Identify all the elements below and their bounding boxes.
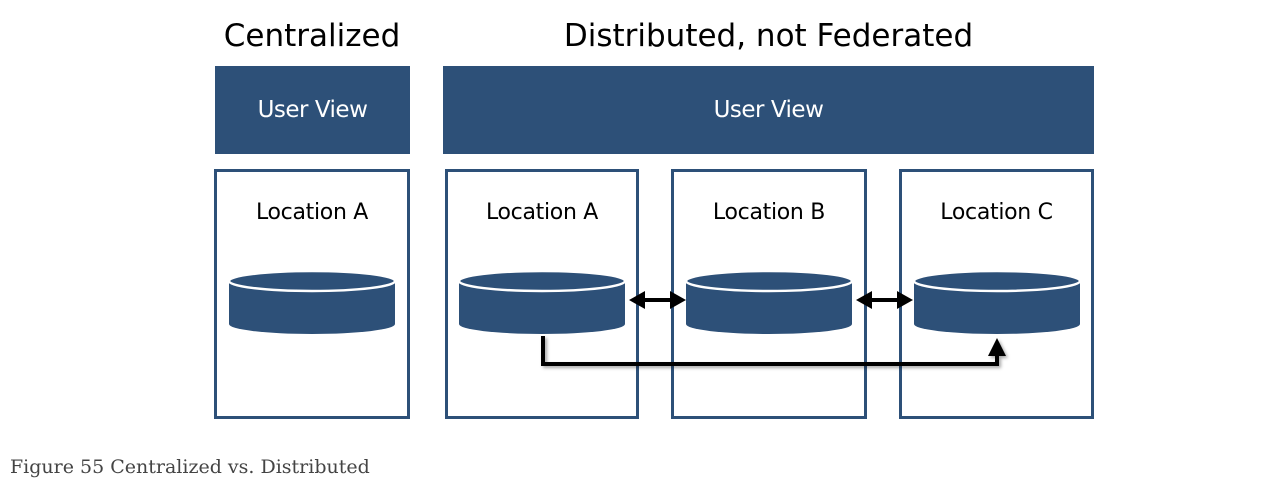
location-label: Location A [255, 200, 369, 225]
database-icon [684, 269, 854, 334]
distributed-location-c-box: Location C [899, 169, 1094, 419]
database-icon [912, 269, 1081, 334]
database-icon [457, 269, 627, 334]
bidirectional-arrow-b-c [856, 291, 913, 309]
distributed-location-a-box: Location A [445, 169, 639, 419]
distributed-user-view: User View [443, 66, 1094, 154]
location-label: Location C [940, 200, 1053, 225]
figure-caption: Figure 55 Centralized vs. Distributed [10, 456, 370, 478]
centralized-location-box: Location A [214, 169, 410, 419]
centralized-user-view: User View [215, 66, 410, 154]
centralized-heading: Centralized [223, 18, 401, 54]
distributed-heading: Distributed, not Federated [563, 18, 974, 54]
bidirectional-arrow-a-b [629, 291, 686, 309]
distributed-location-b-box: Location B [671, 169, 867, 419]
database-icon [227, 269, 397, 334]
location-label: Location A [485, 200, 599, 225]
arrow-a-to-c [541, 336, 1006, 366]
location-label: Location B [712, 200, 826, 225]
